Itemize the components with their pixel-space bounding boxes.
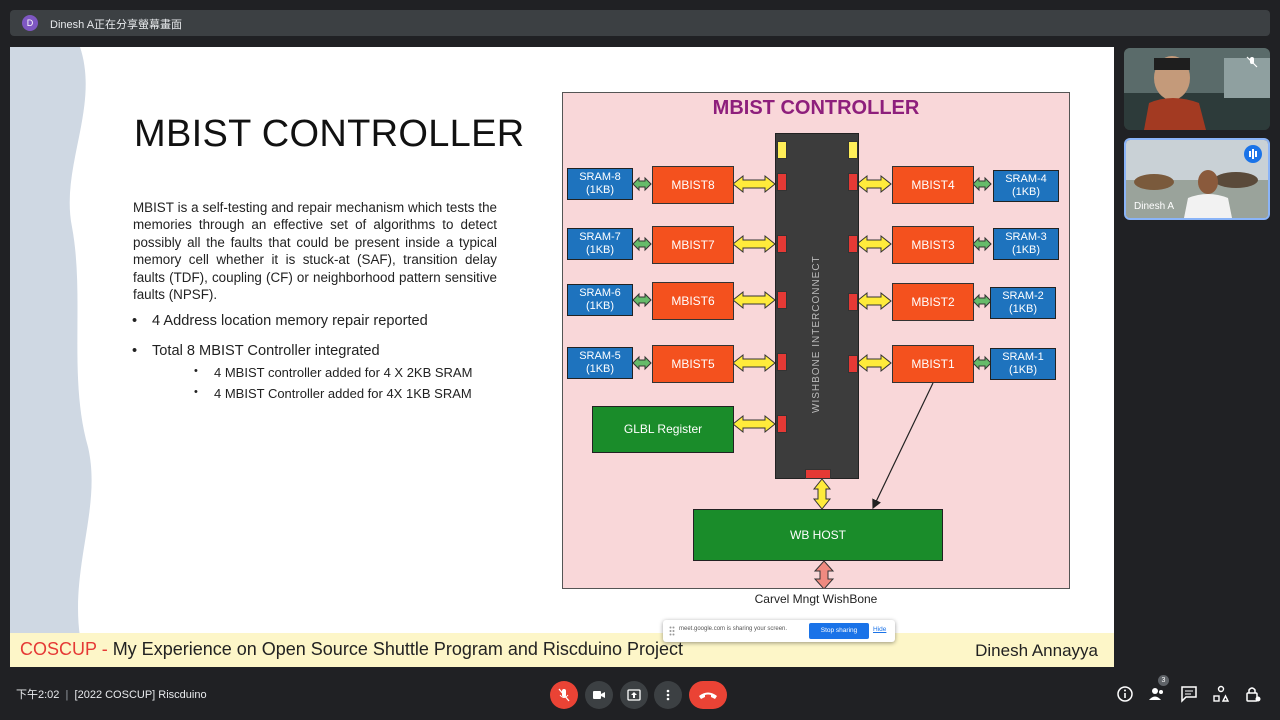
wishbone-interconnect-bus: WISHBONE INTERCONNECT: [775, 133, 859, 479]
meeting-control-bar: 下午2:02 | [2022 COSCUP] Riscduino: [0, 672, 1280, 720]
camera-toggle-button[interactable]: [585, 681, 613, 709]
presenter-avatar: D: [22, 15, 38, 31]
activities-icon[interactable]: [1212, 685, 1230, 703]
people-icon[interactable]: [1148, 685, 1166, 703]
arrow-bus-wbhost: [812, 478, 832, 510]
camera-icon: [593, 691, 605, 699]
mbist5-block: MBIST5: [652, 345, 734, 383]
bus-port: [848, 235, 858, 253]
arrow-bus-mbist3: [856, 234, 892, 254]
bus-port: [777, 235, 787, 253]
present-screen-button[interactable]: [620, 681, 648, 709]
meeting-time-title: 下午2:02 | [2022 COSCUP] Riscduino: [16, 689, 207, 701]
sub-bullet-item: 4 MBIST Controller added for 4X 1KB SRAM: [152, 386, 552, 401]
bus-port: [848, 141, 858, 159]
bullet-item: Total 8 MBIST Controller integrated 4 MB…: [132, 343, 552, 401]
arrow-bus-mbist2: [856, 291, 892, 311]
diagram-bottom-label: Carvel Mngt WishBone: [754, 592, 878, 606]
mbist6-block: MBIST6: [652, 282, 734, 320]
hide-notice-link[interactable]: Hide: [873, 626, 887, 633]
clock-time: 下午2:02: [16, 689, 60, 701]
glbl-register-block: GLBL Register: [592, 406, 734, 453]
bus-port: [848, 173, 858, 191]
hang-up-icon: [699, 692, 717, 699]
speaking-indicator-icon: [1244, 145, 1262, 163]
bus-port: [777, 291, 787, 309]
mbist3-block: MBIST3: [892, 226, 974, 264]
arrow-glbl-bus: [732, 414, 776, 434]
participant-video: [1126, 140, 1268, 218]
present-icon: [627, 689, 641, 701]
bus-label: WISHBONE INTERCONNECT: [811, 255, 822, 413]
chat-icon[interactable]: [1180, 685, 1198, 703]
mbist2-block: MBIST2: [892, 283, 974, 321]
sram1-block: SRAM-1(1KB): [990, 348, 1056, 380]
sram8-block: SRAM-8(1KB): [567, 168, 633, 200]
bus-port: [848, 293, 858, 311]
arrow-bus-mbist1: [856, 353, 892, 373]
coscup-brand: COSCUP: [20, 639, 97, 659]
mic-off-icon: [1246, 56, 1258, 68]
sram3-block: SRAM-3(1KB): [993, 228, 1059, 260]
slide-footer: [10, 633, 1114, 667]
bus-port: [777, 353, 787, 371]
leave-call-button[interactable]: [689, 681, 727, 709]
mbist7-block: MBIST7: [652, 226, 734, 264]
sub-bullet-item: 4 MBIST controller added for 4 X 2KB SRA…: [152, 365, 552, 380]
host-controls-lock-icon[interactable]: [1244, 685, 1262, 703]
arrow-mbist5-bus: [732, 353, 776, 373]
sram7-block: SRAM-7(1KB): [567, 228, 633, 260]
more-options-button[interactable]: [654, 681, 682, 709]
screen-share-notice: meet.google.com is sharing your screen. …: [663, 620, 895, 642]
talk-title: My Experience on Open Source Shuttle Pro…: [112, 639, 683, 659]
arrow-wbhost-external: [813, 560, 835, 588]
bullet-item: 4 Address location memory repair reporte…: [132, 313, 552, 329]
slide-title: MBIST CONTROLLER: [134, 113, 525, 155]
mbist4-block: MBIST4: [892, 166, 974, 204]
mic-toggle-button[interactable]: [550, 681, 578, 709]
screen-share-banner: D Dinesh A正在分享螢幕畫面: [10, 10, 1270, 36]
slide-footer-title: COSCUP - My Experience on Open Source Sh…: [20, 639, 683, 659]
slide-bullet-list: 4 Address location memory repair reporte…: [132, 313, 552, 401]
mic-off-icon: [558, 688, 570, 702]
participant-tile[interactable]: [1124, 48, 1270, 130]
meeting-title: [2022 COSCUP] Riscduino: [74, 689, 207, 701]
bus-port: [777, 415, 787, 433]
diagram-arrows: [632, 174, 992, 588]
mbist-block-diagram: MBIST CONTROLLER: [562, 92, 1070, 589]
people-count-badge: 3: [1158, 675, 1169, 686]
bus-port: [848, 355, 858, 373]
bus-port: [777, 141, 787, 159]
sram4-block: SRAM-4(1KB): [993, 170, 1059, 202]
arrow-mbist7-bus: [732, 234, 776, 254]
more-vert-icon: [666, 689, 670, 701]
sram6-block: SRAM-6(1KB): [567, 284, 633, 316]
stop-sharing-button[interactable]: Stop sharing: [809, 623, 869, 639]
participant-name: Dinesh A: [1134, 201, 1175, 212]
participant-video: [1124, 48, 1270, 130]
slide-paragraph: MBIST is a self-testing and repair mecha…: [133, 200, 497, 303]
mbist1-to-wbhost-line: [872, 382, 934, 510]
mbist1-block: MBIST1: [892, 345, 974, 383]
participant-tile-active-speaker[interactable]: Dinesh A: [1124, 138, 1270, 220]
shared-presentation-slide: MBIST CONTROLLER MBIST is a self-testing…: [10, 47, 1114, 667]
arrow-bus-mbist4: [856, 174, 892, 194]
slide-decorative-wave: [10, 47, 92, 637]
share-status-text: Dinesh A正在分享螢幕畫面: [50, 19, 183, 31]
wb-host-block: WB HOST: [693, 509, 943, 561]
diagram-title: MBIST CONTROLLER: [712, 97, 920, 119]
bullet-item-text: Total 8 MBIST Controller integrated: [152, 343, 380, 359]
drag-handle-icon: [669, 626, 675, 636]
arrow-mbist6-bus: [732, 290, 776, 310]
mbist8-block: MBIST8: [652, 166, 734, 204]
speaker-name: Dinesh Annayya: [975, 641, 1098, 660]
arrow-mbist8-bus: [732, 174, 776, 194]
bus-port: [777, 173, 787, 191]
bus-port: [805, 469, 831, 479]
notice-text: meet.google.com is sharing your screen.: [679, 626, 788, 632]
sram5-block: SRAM-5(1KB): [567, 347, 633, 379]
meeting-details-icon[interactable]: [1116, 685, 1134, 703]
sram2-block: SRAM-2(1KB): [990, 287, 1056, 319]
